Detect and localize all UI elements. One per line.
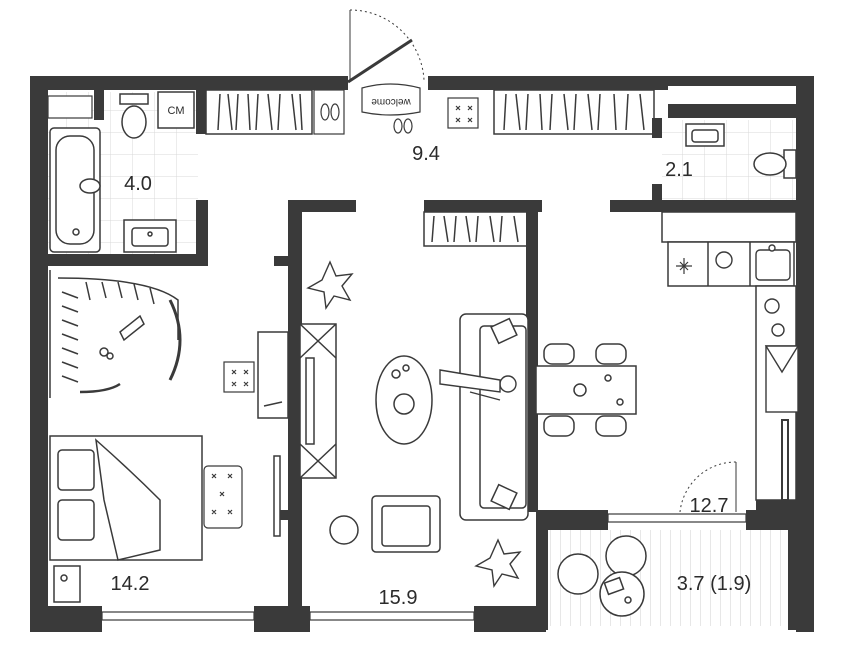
area-label-kitchen: 12.7 bbox=[690, 495, 729, 517]
wc-sink-icon bbox=[685, 123, 725, 147]
area-label-balcony: 3.7 (1.9) bbox=[677, 573, 751, 595]
area-label-hallway: 9.4 bbox=[412, 143, 440, 165]
armchair-icon bbox=[329, 495, 441, 553]
chair-icon bbox=[543, 343, 627, 437]
hallway-wardrobe-left bbox=[205, 89, 313, 135]
area-label-bedroom: 14.2 bbox=[111, 573, 150, 595]
doormat: welcome bbox=[361, 83, 421, 116]
kitchen-wardrobe bbox=[423, 211, 529, 247]
windows bbox=[47, 95, 747, 621]
kitchen-sink-icon bbox=[715, 244, 791, 281]
hallway-wardrobe-right bbox=[493, 89, 655, 135]
person-icon bbox=[439, 369, 517, 401]
balcony-chair-icon bbox=[557, 535, 647, 617]
shoes-icon bbox=[313, 89, 413, 135]
nightstand-icon bbox=[53, 565, 81, 603]
sofa-icon bbox=[459, 313, 529, 521]
pouf-bedroom-icon bbox=[223, 361, 255, 393]
stove-icon bbox=[764, 298, 800, 413]
doormat-label: welcome bbox=[371, 96, 412, 107]
area-label-living-room: 15.9 bbox=[379, 587, 418, 609]
walls bbox=[30, 76, 814, 632]
sink-icon bbox=[123, 219, 177, 253]
kitchen-tv-icon bbox=[781, 419, 789, 501]
area-label-bathroom: 4.0 bbox=[124, 173, 152, 195]
bench-icon bbox=[203, 465, 243, 529]
plant-icon bbox=[306, 260, 522, 588]
wc-toilet-icon bbox=[753, 149, 797, 179]
washer-label: СМ bbox=[168, 105, 185, 117]
area-label-wc: 2.1 bbox=[665, 159, 693, 181]
tv-icon bbox=[299, 323, 337, 479]
coffee-table-icon bbox=[375, 355, 433, 445]
wardrobe-icon bbox=[49, 270, 182, 398]
bedroom-tv-icon bbox=[257, 331, 289, 537]
entrance-door[interactable] bbox=[347, 9, 425, 84]
fridge-icon bbox=[676, 258, 692, 274]
toilet-icon bbox=[119, 93, 149, 139]
pouf-icon bbox=[447, 97, 479, 129]
bathtub-icon bbox=[49, 127, 101, 253]
washing-machine-icon: СМ bbox=[157, 91, 195, 129]
bed-icon bbox=[49, 435, 203, 561]
dining-table-icon bbox=[535, 365, 637, 415]
balcony-door[interactable] bbox=[679, 461, 737, 513]
